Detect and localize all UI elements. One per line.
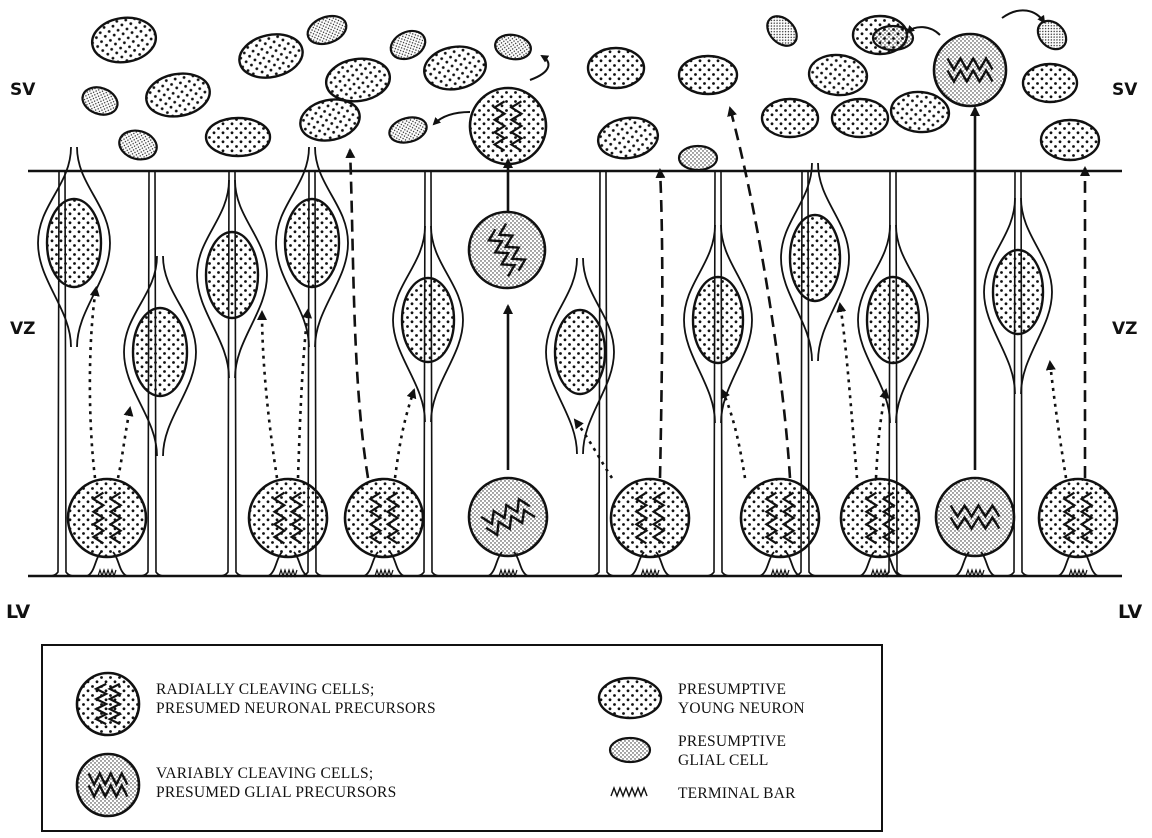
vz-label-right: VZ	[1112, 319, 1137, 339]
lv-label-left: LV	[6, 601, 30, 623]
division-arrow	[1002, 10, 1044, 22]
young-neuron	[323, 55, 392, 105]
sv-label-left: SV	[10, 80, 36, 100]
dashed-arrow	[350, 150, 368, 478]
legend-radial-label-line1: RADIALLY CLEAVING CELLS;	[156, 681, 375, 698]
legend-variable-label-line2: PRESUMED GLIAL PRECURSORS	[156, 784, 396, 801]
legend-glial-cell-icon	[610, 738, 650, 762]
variable-precursor-cell	[936, 478, 1014, 556]
young-neuron	[832, 99, 888, 137]
radial-precursor-cell	[841, 479, 919, 557]
migrating-neuron	[867, 277, 919, 363]
glial-cell	[1032, 15, 1072, 55]
glial-cell	[493, 32, 533, 62]
legend-terminal-bar-label: TERMINAL BAR	[678, 785, 796, 802]
vz-label-left: VZ	[10, 319, 35, 339]
dotted-arrow	[1050, 362, 1066, 478]
dotted-arrow	[876, 390, 886, 478]
dotted-arrow	[722, 390, 745, 478]
migrating-neuron	[555, 310, 605, 394]
glial-cell	[387, 113, 430, 146]
radial-precursor-cell	[249, 479, 327, 557]
dividing-glial-precursor-sv	[934, 34, 1006, 106]
radial-fiber	[1021, 172, 1030, 576]
young-neuron	[1041, 120, 1099, 160]
dotted-arrow	[395, 390, 414, 478]
lv-label-right: LV	[1118, 601, 1142, 623]
glial-cell	[79, 83, 122, 120]
glial-cell	[873, 26, 913, 50]
young-neuron	[762, 99, 818, 137]
migrating-neuron	[790, 215, 840, 301]
radial-precursor-cell	[68, 479, 146, 557]
young-neuron	[421, 42, 489, 94]
radial-precursor-cell	[345, 479, 423, 557]
migrating-neuron	[133, 308, 187, 396]
radial-fiber	[721, 172, 730, 576]
young-neuron	[889, 90, 950, 135]
sv-label-right: SV	[1112, 80, 1138, 100]
dotted-arrow	[118, 408, 130, 478]
legend-glial-label-line2: GLIAL CELL	[678, 752, 769, 769]
young-neuron	[143, 69, 213, 121]
glial-cell	[761, 10, 802, 51]
migrating-glial-precursor	[469, 212, 545, 288]
migrating-neuron	[693, 277, 743, 363]
legend-neuron-label-line2: YOUNG NEURON	[678, 700, 805, 717]
radial-fiber	[431, 172, 440, 576]
migrating-neuron	[47, 199, 101, 287]
young-neuron	[679, 56, 737, 94]
radial-precursor-cell	[1039, 479, 1117, 557]
legend-radial-label-line2: PRESUMED NEURONAL PRECURSORS	[156, 700, 436, 717]
glial-cell	[386, 26, 430, 65]
bipolar-migrating-cells	[38, 147, 1052, 456]
glial-cell	[679, 146, 717, 170]
migrating-neuron	[993, 250, 1043, 334]
subventricular-zone-cells	[79, 10, 1099, 170]
young-neuron	[1023, 64, 1077, 102]
dashed-arrow	[660, 170, 662, 478]
glial-cell	[304, 11, 350, 49]
dotted-arrow	[262, 312, 277, 478]
young-neuron	[596, 114, 661, 162]
young-neuron	[235, 29, 306, 83]
young-neuron	[206, 118, 270, 156]
dashed-arrow	[730, 108, 790, 478]
migrating-neuron	[206, 232, 258, 318]
young-neuron	[588, 48, 644, 88]
legend-variable-cell-icon	[77, 754, 139, 816]
radial-fiber	[706, 172, 715, 576]
migrating-neuron	[402, 278, 454, 362]
dotted-arrow	[90, 288, 96, 478]
migrating-neuron	[285, 199, 339, 287]
division-arrow	[530, 56, 548, 80]
dividing-precursor-sv	[470, 88, 546, 164]
variable-precursor-cell	[469, 478, 547, 556]
glial-cell	[116, 127, 160, 164]
radial-precursor-cell	[741, 479, 819, 557]
dotted-arrow	[840, 304, 857, 478]
dotted-arrow	[298, 310, 308, 478]
legend-neuron-label-line1: PRESUMPTIVE	[678, 681, 786, 698]
legend-glial-label-line1: PRESUMPTIVE	[678, 733, 786, 750]
radial-precursor-cell	[611, 479, 689, 557]
legend-variable-label-line1: VARIABLY CLEAVING CELLS;	[156, 765, 373, 782]
young-neuron	[807, 53, 868, 98]
division-arrow	[434, 112, 470, 124]
legend-young-neuron-icon	[599, 678, 661, 718]
young-neuron	[89, 14, 159, 66]
